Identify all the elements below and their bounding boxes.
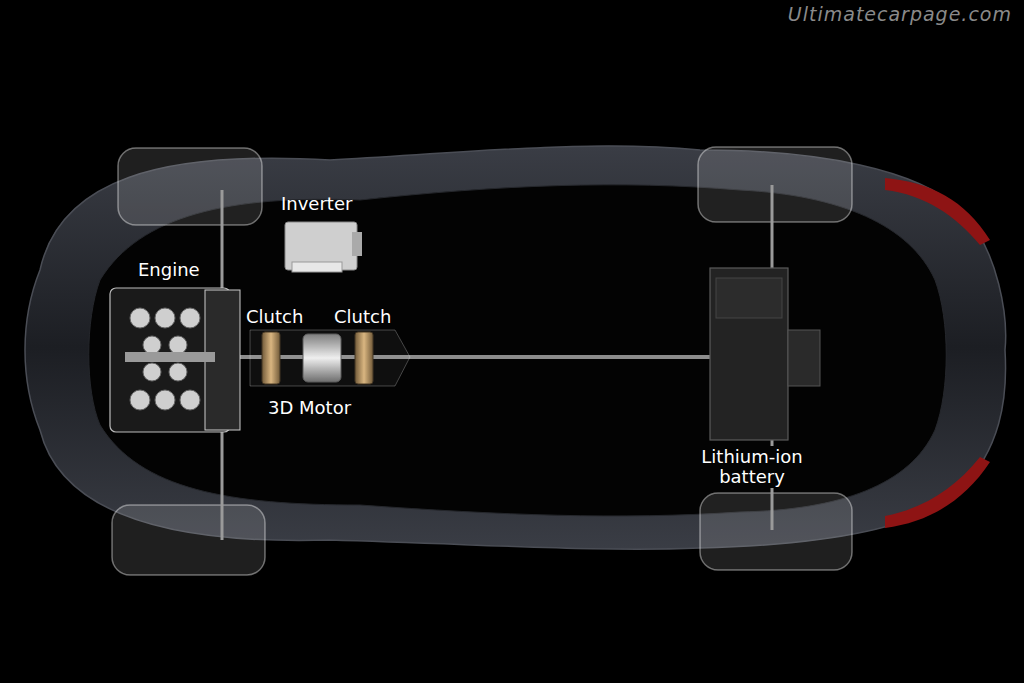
wheel <box>700 493 852 570</box>
part-label: Clutch <box>334 307 391 327</box>
part-label: Inverter <box>281 194 352 214</box>
tail-light <box>885 178 990 245</box>
car-body <box>25 146 1006 549</box>
drive-shaft <box>221 432 224 540</box>
wheel <box>698 147 852 222</box>
motor-housing <box>250 330 410 386</box>
part-label: Engine <box>138 260 200 280</box>
battery <box>710 268 820 440</box>
wheel <box>118 148 262 225</box>
inverter <box>285 222 362 272</box>
watermark: Ultimatecarpage.com <box>788 4 1012 25</box>
drive-shaft <box>221 190 224 288</box>
engine <box>110 288 240 432</box>
car-interior <box>89 185 947 516</box>
part-label: Clutch <box>246 307 303 327</box>
drive-shaft <box>771 185 774 270</box>
part-label: 3D Motor <box>268 398 351 418</box>
part-label: Lithium-ion battery <box>675 446 829 488</box>
tail-light <box>885 457 990 528</box>
wheel <box>112 505 265 575</box>
